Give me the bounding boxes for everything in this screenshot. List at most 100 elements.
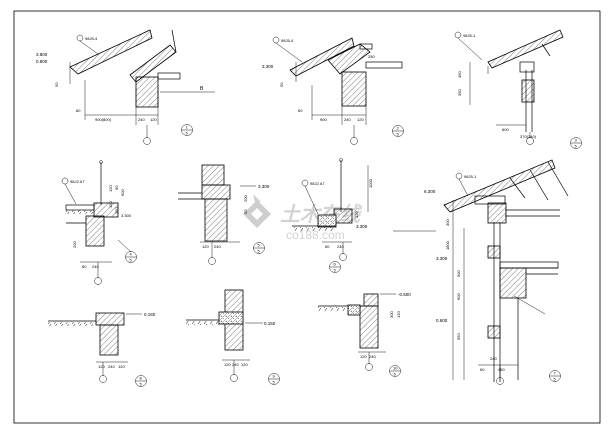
detail-2: 98J5-4 3.300 250 900 240 120 60 50 2 5 bbox=[262, 36, 404, 145]
d10-elev: -0.500 bbox=[398, 292, 411, 297]
d4-dim-c: 150 bbox=[108, 201, 113, 208]
d1-note-marker bbox=[76, 34, 84, 42]
d3-note-marker bbox=[454, 31, 462, 39]
d8-index: 8 bbox=[140, 376, 143, 381]
d4-dim-e: 600 bbox=[120, 189, 125, 196]
d1-elev-b: 0.800 bbox=[36, 59, 48, 64]
d10-dim-c: 300 bbox=[389, 311, 394, 318]
d9-dim-b: 240 bbox=[232, 362, 239, 367]
d2-dim-main: 900 bbox=[320, 117, 327, 122]
d6-dim-a: 1000 bbox=[368, 178, 373, 188]
d4-dim-d: 350 bbox=[114, 207, 119, 214]
d8-dim-a: 120 bbox=[98, 364, 105, 369]
d3-dim-b: 350 bbox=[457, 89, 462, 96]
d7-elev-a: 6.300 bbox=[424, 189, 436, 194]
d10-dim-b: 240 bbox=[369, 354, 376, 359]
d9-axis-circle bbox=[230, 374, 238, 382]
d7-elev-c: 0.600 bbox=[436, 318, 448, 323]
d7-dim-e: 450 bbox=[498, 367, 505, 372]
d7-dim-c: 900 bbox=[456, 270, 461, 277]
d1-index: 1 bbox=[186, 125, 189, 130]
d7-dim-d: 650 bbox=[456, 333, 461, 340]
d4-dim-b: 60 bbox=[114, 185, 119, 190]
d1-axis: B bbox=[200, 86, 204, 92]
d9-index: 9 bbox=[273, 374, 276, 379]
d2-dim-e: 50 bbox=[279, 82, 284, 87]
d9-dim-a: 120 bbox=[224, 362, 231, 367]
d4-axis-circle bbox=[94, 277, 102, 285]
d7-dim-a: 1800 bbox=[445, 240, 450, 250]
d7-sheet: 5 bbox=[554, 377, 557, 382]
d3-dim-d: 370(240) bbox=[520, 134, 537, 139]
detail-5: 3.300 200 50 120 240 5 5 bbox=[178, 164, 270, 265]
d9-sheet: 5 bbox=[273, 380, 276, 385]
d1-dim-a: 240 bbox=[138, 117, 145, 122]
d10-index: 10 bbox=[393, 366, 398, 371]
d4-note: 98J2 A7 bbox=[70, 179, 85, 184]
d8-axis-circle bbox=[99, 375, 107, 383]
d1-dim-b: 120 bbox=[150, 117, 157, 122]
d9-elev: 0.150 bbox=[264, 321, 276, 326]
detail-10: -0.500 300 120 120 240 10 5 bbox=[318, 292, 411, 377]
d8-sheet: 5 bbox=[140, 382, 143, 387]
d6-dim-c: 60 bbox=[325, 244, 330, 249]
watermark-site-text: co188.com bbox=[286, 228, 345, 242]
d4-dim-f: 240 bbox=[92, 264, 99, 269]
d7-note-marker bbox=[455, 172, 463, 180]
d3-dim-a: 450 bbox=[457, 71, 462, 78]
d4-dim-i: 200 bbox=[72, 241, 77, 248]
d10-dim-a: 120 bbox=[360, 354, 367, 359]
d2-dim-b: 120 bbox=[357, 117, 364, 122]
detail-4: 98J2 A7 120 60 150 350 600 3.300 200 240… bbox=[61, 160, 137, 285]
d7-dim-b: 600 bbox=[456, 293, 461, 300]
d10-axis-circle bbox=[365, 363, 373, 371]
detail-9: 0.150 120 240 120 9 5 bbox=[186, 289, 280, 385]
d7-elev-b: 3.300 bbox=[436, 256, 448, 261]
d7-dim-g: 60 bbox=[480, 367, 485, 372]
d3-index: 3 bbox=[575, 138, 578, 143]
d2-axis-circle bbox=[350, 137, 358, 145]
d3-sheet: 5 bbox=[575, 144, 578, 149]
d3-note: 98J5-1 bbox=[463, 33, 476, 38]
d9-dim-c: 120 bbox=[241, 362, 248, 367]
d10-sheet: 5 bbox=[394, 372, 397, 377]
d7-dim-f: 240 bbox=[490, 356, 497, 361]
d2-dim-f: 250 bbox=[368, 54, 375, 59]
d6-index: 6 bbox=[334, 262, 337, 267]
d6-dim-b: 240 bbox=[337, 244, 344, 249]
d5-elev: 3.300 bbox=[258, 184, 270, 189]
d7-index: 7 bbox=[554, 371, 557, 376]
d4-sheet: 5 bbox=[130, 258, 133, 263]
d7-axis-circle bbox=[496, 377, 504, 385]
d8-elev: 0.150 bbox=[144, 312, 156, 317]
d6-sheet: 5 bbox=[334, 268, 337, 273]
d5-dim-c: 200 bbox=[243, 195, 248, 202]
detail-3: 98J5-1 450 350 600 370(240) 3 5 bbox=[454, 29, 582, 149]
d2-dim-a: 240 bbox=[344, 117, 351, 122]
d3-dim-c: 600 bbox=[502, 127, 509, 132]
d2-note-marker bbox=[272, 36, 280, 44]
d1-elev-a: 3.800 bbox=[36, 52, 48, 57]
d4-note-marker bbox=[61, 177, 69, 185]
d10-dim-d: 120 bbox=[396, 311, 401, 318]
sheet-border bbox=[13, 10, 601, 424]
d5-sheet: 5 bbox=[258, 249, 261, 254]
d1-sheet: 5 bbox=[186, 131, 189, 136]
d1-axis-circle bbox=[143, 137, 151, 145]
d5-axis-circle bbox=[208, 257, 216, 265]
d1-dim-c: 60 bbox=[76, 108, 81, 113]
d4-dim-a: 120 bbox=[108, 185, 113, 192]
d2-index: 2 bbox=[397, 126, 400, 131]
d8-dim-c: 120 bbox=[118, 364, 125, 369]
d7-dim-h: 300 bbox=[445, 219, 450, 226]
d4-index: 4 bbox=[130, 252, 133, 257]
detail-7: 98J5-1 6.300 3.300 0.600 300 1800 900 60… bbox=[393, 159, 569, 385]
watermark-logo-icon bbox=[243, 194, 271, 228]
detail-8: 0.150 120 240 120 8 5 bbox=[48, 312, 156, 387]
d6-note-marker bbox=[301, 179, 309, 187]
d8-dim-b: 240 bbox=[108, 364, 115, 369]
d6-elev: 3.300 bbox=[356, 224, 368, 229]
detail-6: 98J2 A7 1000 120 3.300 60 240 6 5 bbox=[292, 158, 373, 273]
d2-sheet: 5 bbox=[397, 132, 400, 137]
